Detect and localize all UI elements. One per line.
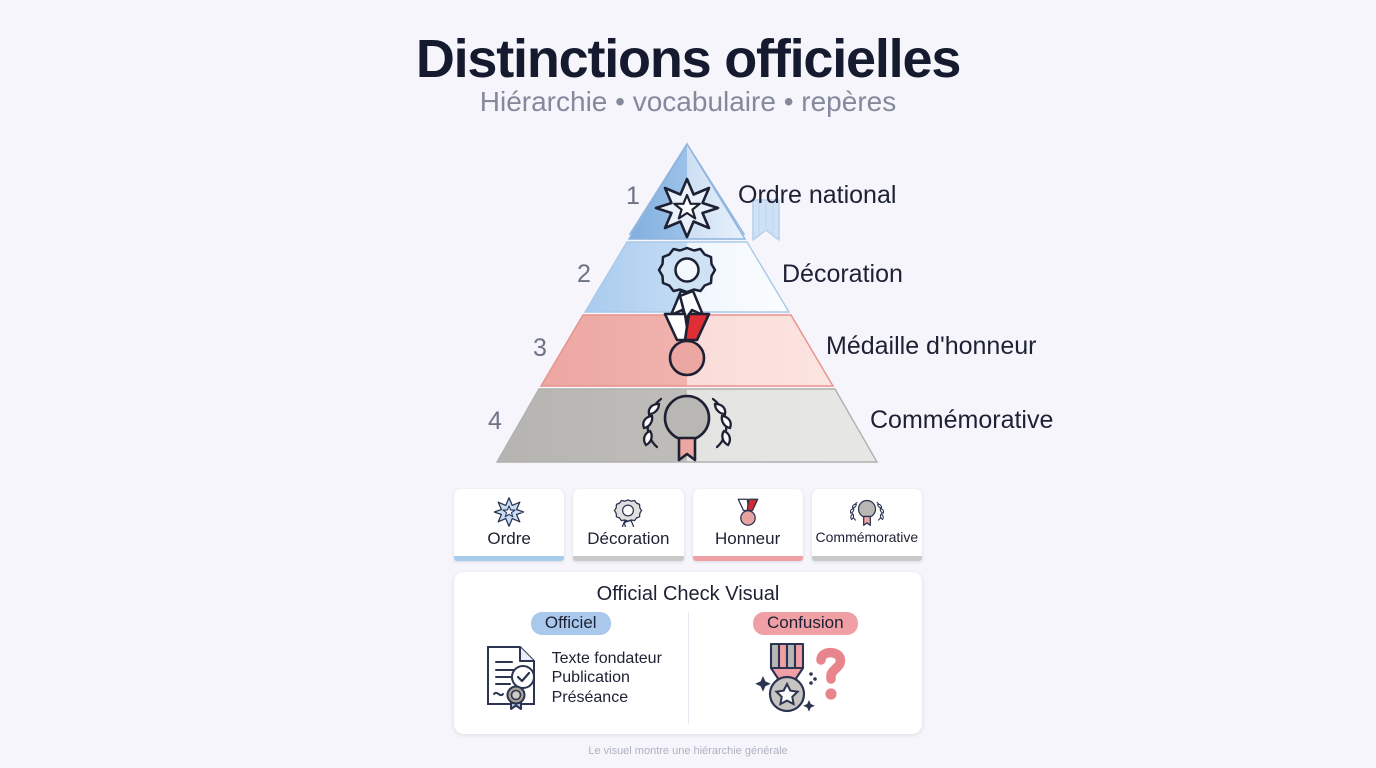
card-ordre[interactable]: Ordre	[454, 489, 565, 561]
card-accent-bar-decoration	[573, 556, 684, 561]
officiel-pill: Officiel	[530, 612, 611, 635]
card-label-commemorative: Commémorative	[815, 529, 919, 545]
laurel-gray-icon	[849, 495, 884, 529]
panel-title: Official Check Visual	[596, 583, 780, 605]
card-accent-bar-honneur	[692, 556, 803, 561]
officiel-pill-wrap: Officiel	[454, 612, 688, 638]
pyramid-diagram: 1 2 3 4 Ordre national Décoration Médail…	[0, 140, 1376, 475]
laurel-wreath-icon	[642, 394, 732, 462]
card-honneur[interactable]: Honneur	[692, 489, 803, 561]
card-accent-bar-commemorative	[811, 556, 922, 561]
card-label-ordre: Ordre	[487, 529, 531, 548]
footer-note: Le visuel montre une hiérarchie générale	[588, 745, 788, 757]
confusion-pill: Confusion	[752, 612, 858, 635]
confusion-body	[689, 638, 923, 718]
officiel-item-0: Texte fondateur	[551, 649, 662, 667]
card-label-honneur: Honneur	[715, 529, 781, 548]
officiel-item-1: Publication	[551, 669, 630, 687]
officiel-item-list: Texte fondateur Publication Préséance	[552, 649, 662, 708]
official-check-panel: Official Check Visual Officiel	[454, 572, 922, 734]
star-burst-icon	[494, 495, 525, 529]
tier-rank-2: 2	[577, 260, 591, 288]
category-card-row: Ordre Décoration	[454, 489, 922, 561]
rosette-gray-icon	[613, 495, 643, 529]
panel-columns: Officiel	[454, 612, 922, 724]
tier-label-2: Décoration	[782, 260, 903, 288]
card-decoration[interactable]: Décoration	[573, 489, 684, 561]
ribbon-bookmark-icon	[752, 199, 780, 241]
officiel-item-2: Préséance	[551, 688, 629, 706]
tier-label-4: Commémorative	[870, 406, 1054, 434]
page-title: Distinctions officielles	[415, 29, 962, 89]
rosette-icon	[657, 246, 717, 321]
tier-rank-4: 4	[488, 407, 502, 435]
confusion-pill-wrap: Confusion	[689, 612, 923, 638]
medal-red-icon	[733, 495, 763, 529]
medal-icon	[663, 312, 711, 377]
medal-question-mark-icon	[751, 638, 859, 719]
eight-point-star-icon	[654, 177, 720, 239]
page-subtitle: Hiérarchie • vocabulaire • repères	[479, 86, 897, 117]
tier-label-3: Médaille d'honneur	[826, 332, 1037, 360]
card-label-decoration: Décoration	[587, 529, 670, 548]
card-accent-bar-ordre	[454, 556, 565, 561]
tier-rank-3: 3	[533, 334, 547, 362]
certified-document-icon	[480, 642, 542, 715]
officiel-body: Texte fondateur Publication Préséance	[454, 638, 688, 718]
panel-column-officiel: Officiel	[454, 612, 688, 724]
tier-rank-1: 1	[626, 182, 640, 210]
panel-column-confusion: Confusion	[687, 612, 923, 724]
tier-label-1: Ordre national	[738, 181, 897, 209]
card-commemorative[interactable]: Commémorative	[811, 489, 922, 561]
